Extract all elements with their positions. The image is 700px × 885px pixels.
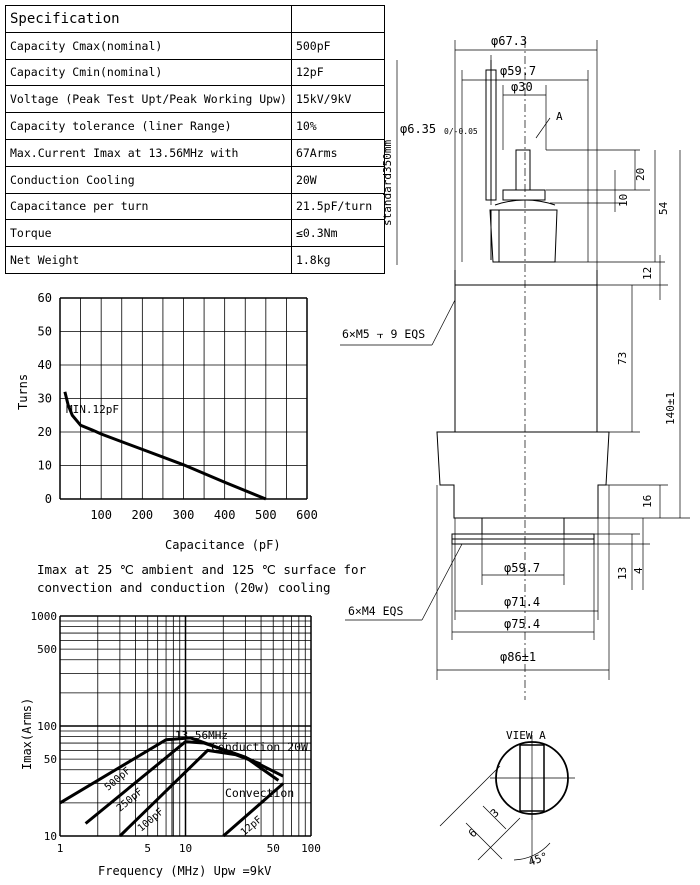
imax-chart-ticks: 1 5 10 50 100 10 50 100 500 1000 [31,610,321,855]
y-tick-label: 60 [38,291,52,305]
m4-callout: 6×M4 EQS [348,604,403,618]
x-tick-label: 100 [301,842,321,855]
spec-row: Capacity tolerance (liner Range)10% [5,112,385,140]
dim-d75: φ75.4 [504,617,540,631]
dim-d67: φ67.3 [491,34,527,48]
dim-54: 54 [657,201,670,215]
y-tick-label: 50 [44,753,57,766]
y-tick-label: 20 [38,425,52,439]
y-tick-label: 10 [38,459,52,473]
spec-value: 500pF [290,31,385,60]
dim-d59-bottom: φ59.7 [504,561,540,575]
y-tick-label: 10 [44,830,57,843]
x-tick-label: 600 [296,508,318,522]
dim-73: 73 [616,352,629,365]
view-a [439,735,575,862]
y-tick-label: 500 [37,643,57,656]
dim-12: 12 [641,267,654,280]
y-tick-label: 100 [37,720,57,733]
x-tick-label: 100 [90,508,112,522]
x-tick-label: 400 [214,508,236,522]
spec-title: Specification [5,5,292,33]
note-line-1: Imax at 25 ℃ ambient and 125 ℃ surface f… [37,562,367,577]
turns-x-label: Capacitance (pF) [165,538,281,552]
m5-callout: 6×M5 ⫟ 9 EQS [342,327,425,341]
spec-title-blank [290,5,385,33]
center-lines [490,40,526,700]
y-tick-label: 40 [38,358,52,372]
turns-chart-grid [59,297,308,500]
freq-marker-label: 13.56MHz [175,729,228,742]
series-line [118,748,262,838]
spec-row: Voltage (Peak Test Upt/Peak Working Upw)… [5,85,385,114]
dim-d71: φ71.4 [504,595,540,609]
dim-d59-top: φ59.7 [500,64,536,78]
series-label-250pf: 250pF [115,787,145,815]
spec-header-row: Specification [5,5,385,33]
dim-shaft: φ6.35 [400,122,436,136]
x-tick-label: 5 [144,842,151,855]
x-tick-label: 500 [255,508,277,522]
imax-chart-grid [59,615,312,837]
view-a-title: VIEW A [506,729,546,742]
y-tick-label: 30 [38,392,52,406]
x-tick-label: 1 [57,842,64,855]
y-tick-label: 0 [45,492,52,506]
dim-4: 4 [632,567,645,574]
series-label-100pf: 100pF [136,807,166,835]
convection-label: Convection [225,786,294,800]
imax-x-label: Frequency (MHz) Upw =9kV [98,864,271,878]
view-a-angle: 45° [527,850,550,869]
dim-standard: standard350mm [381,140,394,226]
dimension-lines [340,40,690,680]
conduction-label: Conduction 20W [211,740,308,754]
spec-value: 1.8kg [290,246,385,274]
x-tick-label: 200 [131,508,153,522]
spec-label: Max.Current Imax at 13.56MHz with [5,138,292,167]
spec-value: 12pF [290,58,385,87]
spec-label: Voltage (Peak Test Upt/Peak Working Upw) [5,85,292,114]
y-tick-label: 50 [38,325,52,339]
turns-chart-ticks: 100 200 300 400 500 600 0 10 20 30 40 50 60 [38,291,318,522]
dim-10: 10 [617,194,630,207]
spec-value: 10% [290,112,385,140]
x-tick-label: 300 [173,508,195,522]
turns-y-label: Turns [16,374,30,410]
series-line [222,782,285,838]
spec-label: Net Weight [5,246,292,274]
imax-y-label: Imax(Arms) [20,698,34,770]
imax-series-group [59,736,285,838]
dim-16: 16 [641,495,654,508]
dim-140: 140±1 [664,392,677,425]
min-annotation: MIN.12pF [66,403,119,416]
spec-table: Specification Capacity Cmax(nominal)500p… [5,5,385,274]
spec-value: 21.5pF/turn [290,192,385,221]
dim-d86: φ86±1 [500,650,536,664]
spec-value: ≤0.3Nm [290,219,385,248]
spec-value: 67Arms [290,138,385,167]
series-line [84,740,280,825]
x-tick-label: 50 [267,842,280,855]
view-a-6: 6 [466,826,480,840]
dim-13: 13 [616,567,629,580]
view-a-3: 3 [488,806,502,820]
dim-shaft-tol: 0/-0.05 [444,127,478,136]
x-tick-label: 10 [179,842,192,855]
turns-curve [63,391,267,501]
y-tick-label: 1000 [31,610,58,623]
note-line-2: convection and conduction (20w) cooling [37,580,331,595]
view-a-label: A [556,110,563,123]
dim-20: 20 [634,168,647,181]
spec-row: Torque≤0.3Nm [5,219,385,248]
dim-d30: φ30 [511,80,533,94]
